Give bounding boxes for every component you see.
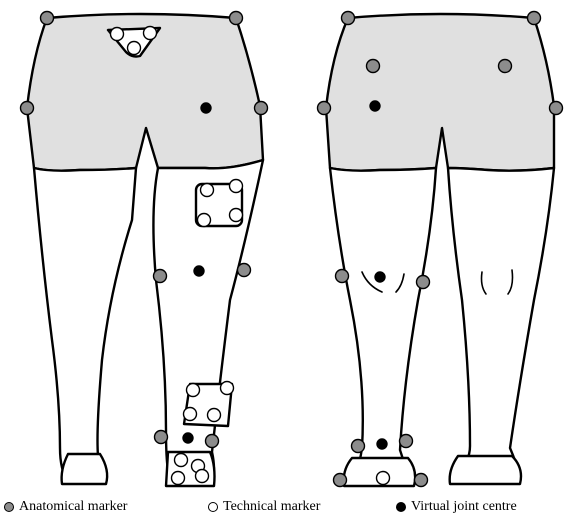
technical-marker: [184, 408, 197, 421]
technical-marker: [187, 384, 200, 397]
anatomical-marker: [230, 12, 243, 25]
marker-placement-diagram: [0, 0, 566, 496]
anatomical-marker: [400, 435, 413, 448]
virtual-joint-centre-icon: [396, 502, 406, 512]
right-shorts: [326, 14, 554, 171]
technical-marker: [221, 382, 234, 395]
anatomical-marker: [155, 431, 168, 444]
technical-marker: [175, 454, 188, 467]
anatomical-marker: [238, 264, 251, 277]
technical-marker: [208, 409, 221, 422]
anatomical-marker-icon: [4, 502, 14, 512]
anatomical-marker: [41, 12, 54, 25]
virtual-joint-centre: [183, 433, 193, 443]
legend-item-virtual: Virtual joint centre: [396, 499, 517, 515]
anatomical-marker: [528, 12, 541, 25]
anatomical-marker: [499, 60, 512, 73]
right-foot-right: [450, 456, 521, 484]
anatomical-marker: [21, 102, 34, 115]
legend-item-technical: Technical marker: [208, 499, 320, 515]
legend-item-anatomical: Anatomical marker: [4, 499, 127, 515]
technical-marker: [144, 27, 157, 40]
technical-marker: [201, 184, 214, 197]
anatomical-marker: [352, 440, 365, 453]
technical-marker: [230, 180, 243, 193]
technical-marker: [172, 472, 185, 485]
anatomical-marker: [550, 102, 563, 115]
anatomical-marker: [415, 474, 428, 487]
anatomical-marker: [334, 474, 347, 487]
legend: Anatomical marker Technical marker Virtu…: [0, 497, 566, 518]
anatomical-marker: [336, 270, 349, 283]
anatomical-marker: [318, 102, 331, 115]
left-foot-left: [62, 454, 108, 484]
anatomical-marker: [342, 12, 355, 25]
anatomical-marker: [206, 435, 219, 448]
technical-marker: [230, 209, 243, 222]
technical-marker: [198, 214, 211, 227]
anatomical-marker: [367, 60, 380, 73]
legend-label-technical: Technical marker: [223, 499, 320, 515]
legend-label-anatomical: Anatomical marker: [19, 499, 127, 515]
left-figure: [27, 14, 263, 486]
virtual-joint-centre: [370, 101, 380, 111]
right-figure: [326, 14, 554, 486]
technical-marker: [196, 470, 209, 483]
technical-marker: [377, 472, 390, 485]
technical-marker-icon: [208, 502, 218, 512]
anatomical-marker: [255, 102, 268, 115]
virtual-joint-centre: [377, 439, 387, 449]
technical-marker: [128, 42, 141, 55]
virtual-joint-centre: [201, 103, 211, 113]
virtual-joint-centre: [375, 272, 385, 282]
right-leg-right: [448, 168, 554, 476]
technical-marker: [111, 28, 124, 41]
anatomical-marker: [417, 276, 430, 289]
right-leg-left: [330, 168, 436, 476]
anatomical-marker: [154, 270, 167, 283]
legend-label-virtual: Virtual joint centre: [411, 499, 517, 515]
virtual-joint-centre: [194, 266, 204, 276]
left-leg-left: [34, 168, 136, 482]
